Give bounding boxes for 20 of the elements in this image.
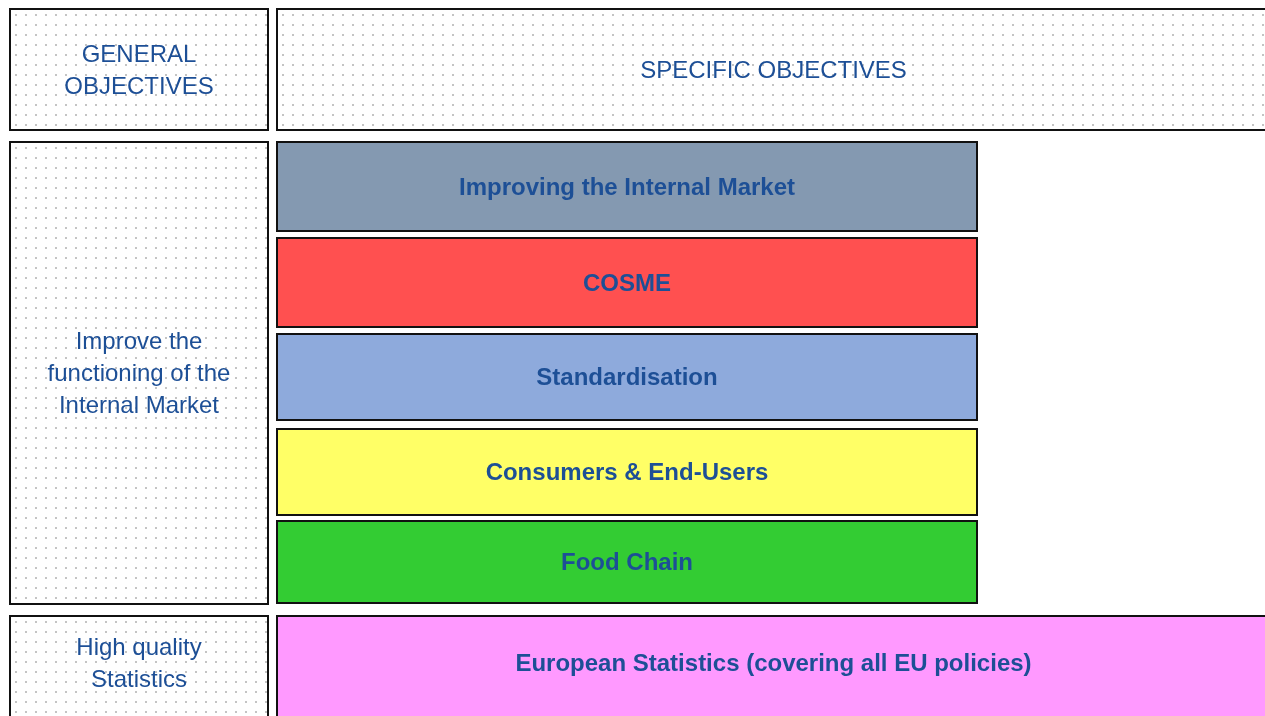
objective-text: Improve the functioning of the Internal Market	[46, 326, 232, 420]
objective-label: Food Chain	[561, 547, 693, 577]
objective-text: GENERAL OBJECTIVES	[63, 38, 215, 101]
objective-bar	[276, 615, 1265, 716]
objective-bar	[276, 333, 978, 421]
objective-text: High quality Statistics	[75, 632, 203, 694]
objective-box	[9, 615, 269, 716]
objective-label: Consumers & End-Users	[485, 457, 769, 487]
objective-label: COSME	[583, 267, 671, 298]
objective-label: Standardisation	[536, 362, 718, 392]
objective-label: European Statistics (covering all EU policies)	[515, 648, 1032, 678]
objective-text: SPECIFIC OBJECTIVES	[640, 54, 907, 85]
objective-label: Improving the Internal Market	[458, 171, 796, 202]
heading-box	[9, 8, 269, 131]
heading-box	[276, 8, 1265, 131]
objective-bar	[276, 428, 978, 516]
objective-bar	[276, 237, 978, 328]
objective-box	[9, 141, 269, 605]
objective-bar	[276, 520, 978, 604]
objective-bar	[276, 141, 978, 232]
